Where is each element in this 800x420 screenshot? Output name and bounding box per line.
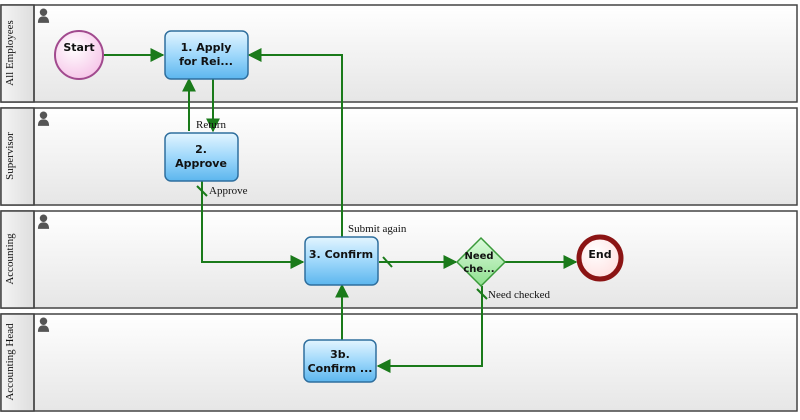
- flow-label-submit-again: Submit again: [348, 223, 407, 235]
- gateway-line1: Need: [464, 251, 493, 262]
- lane-accounting-head: Accounting Head: [0, 313, 798, 412]
- flow-label-approve: Approve: [209, 185, 248, 197]
- lane-label: Accounting Head: [4, 323, 16, 401]
- lane-all-employees: All Employees: [0, 4, 798, 103]
- task-approve-line2: Approve: [175, 157, 227, 170]
- flow-approve-to-confirm[interactable]: [201, 181, 305, 269]
- lane-label: Supervisor: [4, 132, 16, 180]
- lane-accounting: Accounting: [0, 210, 798, 309]
- task-confirm-b[interactable]: 3b. Confirm ...: [303, 339, 377, 383]
- flow-need-checked[interactable]: [376, 286, 483, 373]
- flow-label-need-checked: Need checked: [488, 289, 550, 301]
- task-confirm-b-line1: 3b.: [330, 348, 350, 361]
- task-approve[interactable]: 2. Approve: [164, 132, 239, 182]
- start-label: Start: [63, 41, 94, 54]
- gateway-line2: che...: [463, 264, 494, 275]
- flow-label-return: Return: [196, 119, 226, 131]
- task-approve-line1: 2.: [195, 143, 207, 156]
- condition-tick: [476, 288, 488, 300]
- task-confirm[interactable]: 3. Confirm: [304, 236, 379, 286]
- end-label: End: [588, 248, 611, 261]
- lane-supervisor: Supervisor: [0, 107, 798, 206]
- end-event[interactable]: End: [576, 234, 624, 282]
- task-apply-line2: for Rei...: [179, 55, 233, 68]
- start-event[interactable]: Start: [54, 30, 104, 80]
- flow-submit-again[interactable]: [247, 48, 343, 237]
- lane-label: All Employees: [4, 20, 16, 86]
- task-apply[interactable]: 1. Apply for Rei...: [164, 30, 249, 80]
- gateway-need-check[interactable]: Need che...: [455, 236, 507, 288]
- lane-label: Accounting: [4, 233, 16, 285]
- task-apply-line1: 1. Apply: [181, 41, 232, 54]
- task-confirm-b-line2: Confirm ...: [308, 362, 373, 375]
- condition-tick: [196, 185, 208, 197]
- task-confirm-label: 3. Confirm: [309, 248, 373, 261]
- condition-tick: [382, 256, 393, 268]
